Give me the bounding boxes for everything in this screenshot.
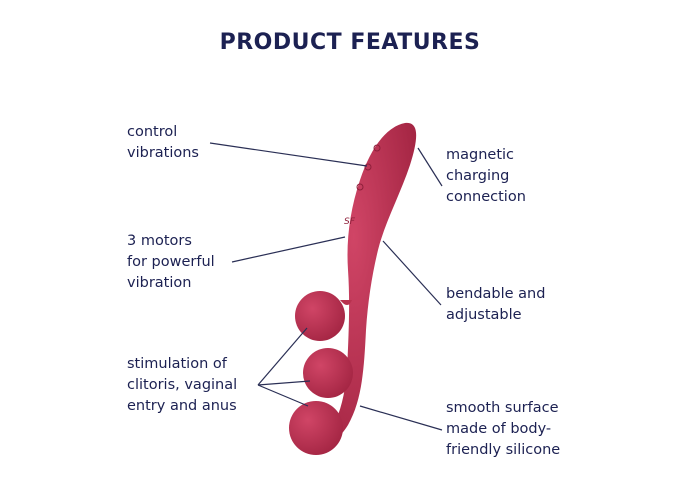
label-magnetic-charging: magnetic charging connection [446,147,526,205]
callout-lines [209,142,443,431]
ball-bottom [289,401,343,455]
ball-middle [303,348,353,398]
label-bendable: bendable and adjustable [446,286,546,323]
label-smooth-surface: smooth surface made of body- friendly si… [446,400,561,458]
button-icon [364,163,372,171]
label-control-vibrations: control vibrations [127,124,199,161]
button-icon [356,183,364,191]
button-icon [373,144,381,152]
page-title: PRODUCT FEATURES [219,30,481,55]
product-body: SF [289,122,417,455]
logo-icon: SF [344,217,356,227]
ball-top [295,291,345,341]
label-motors: 3 motors for powerful vibration [127,233,215,291]
label-stimulation: stimulation of clitoris, vaginal entry a… [127,356,238,414]
